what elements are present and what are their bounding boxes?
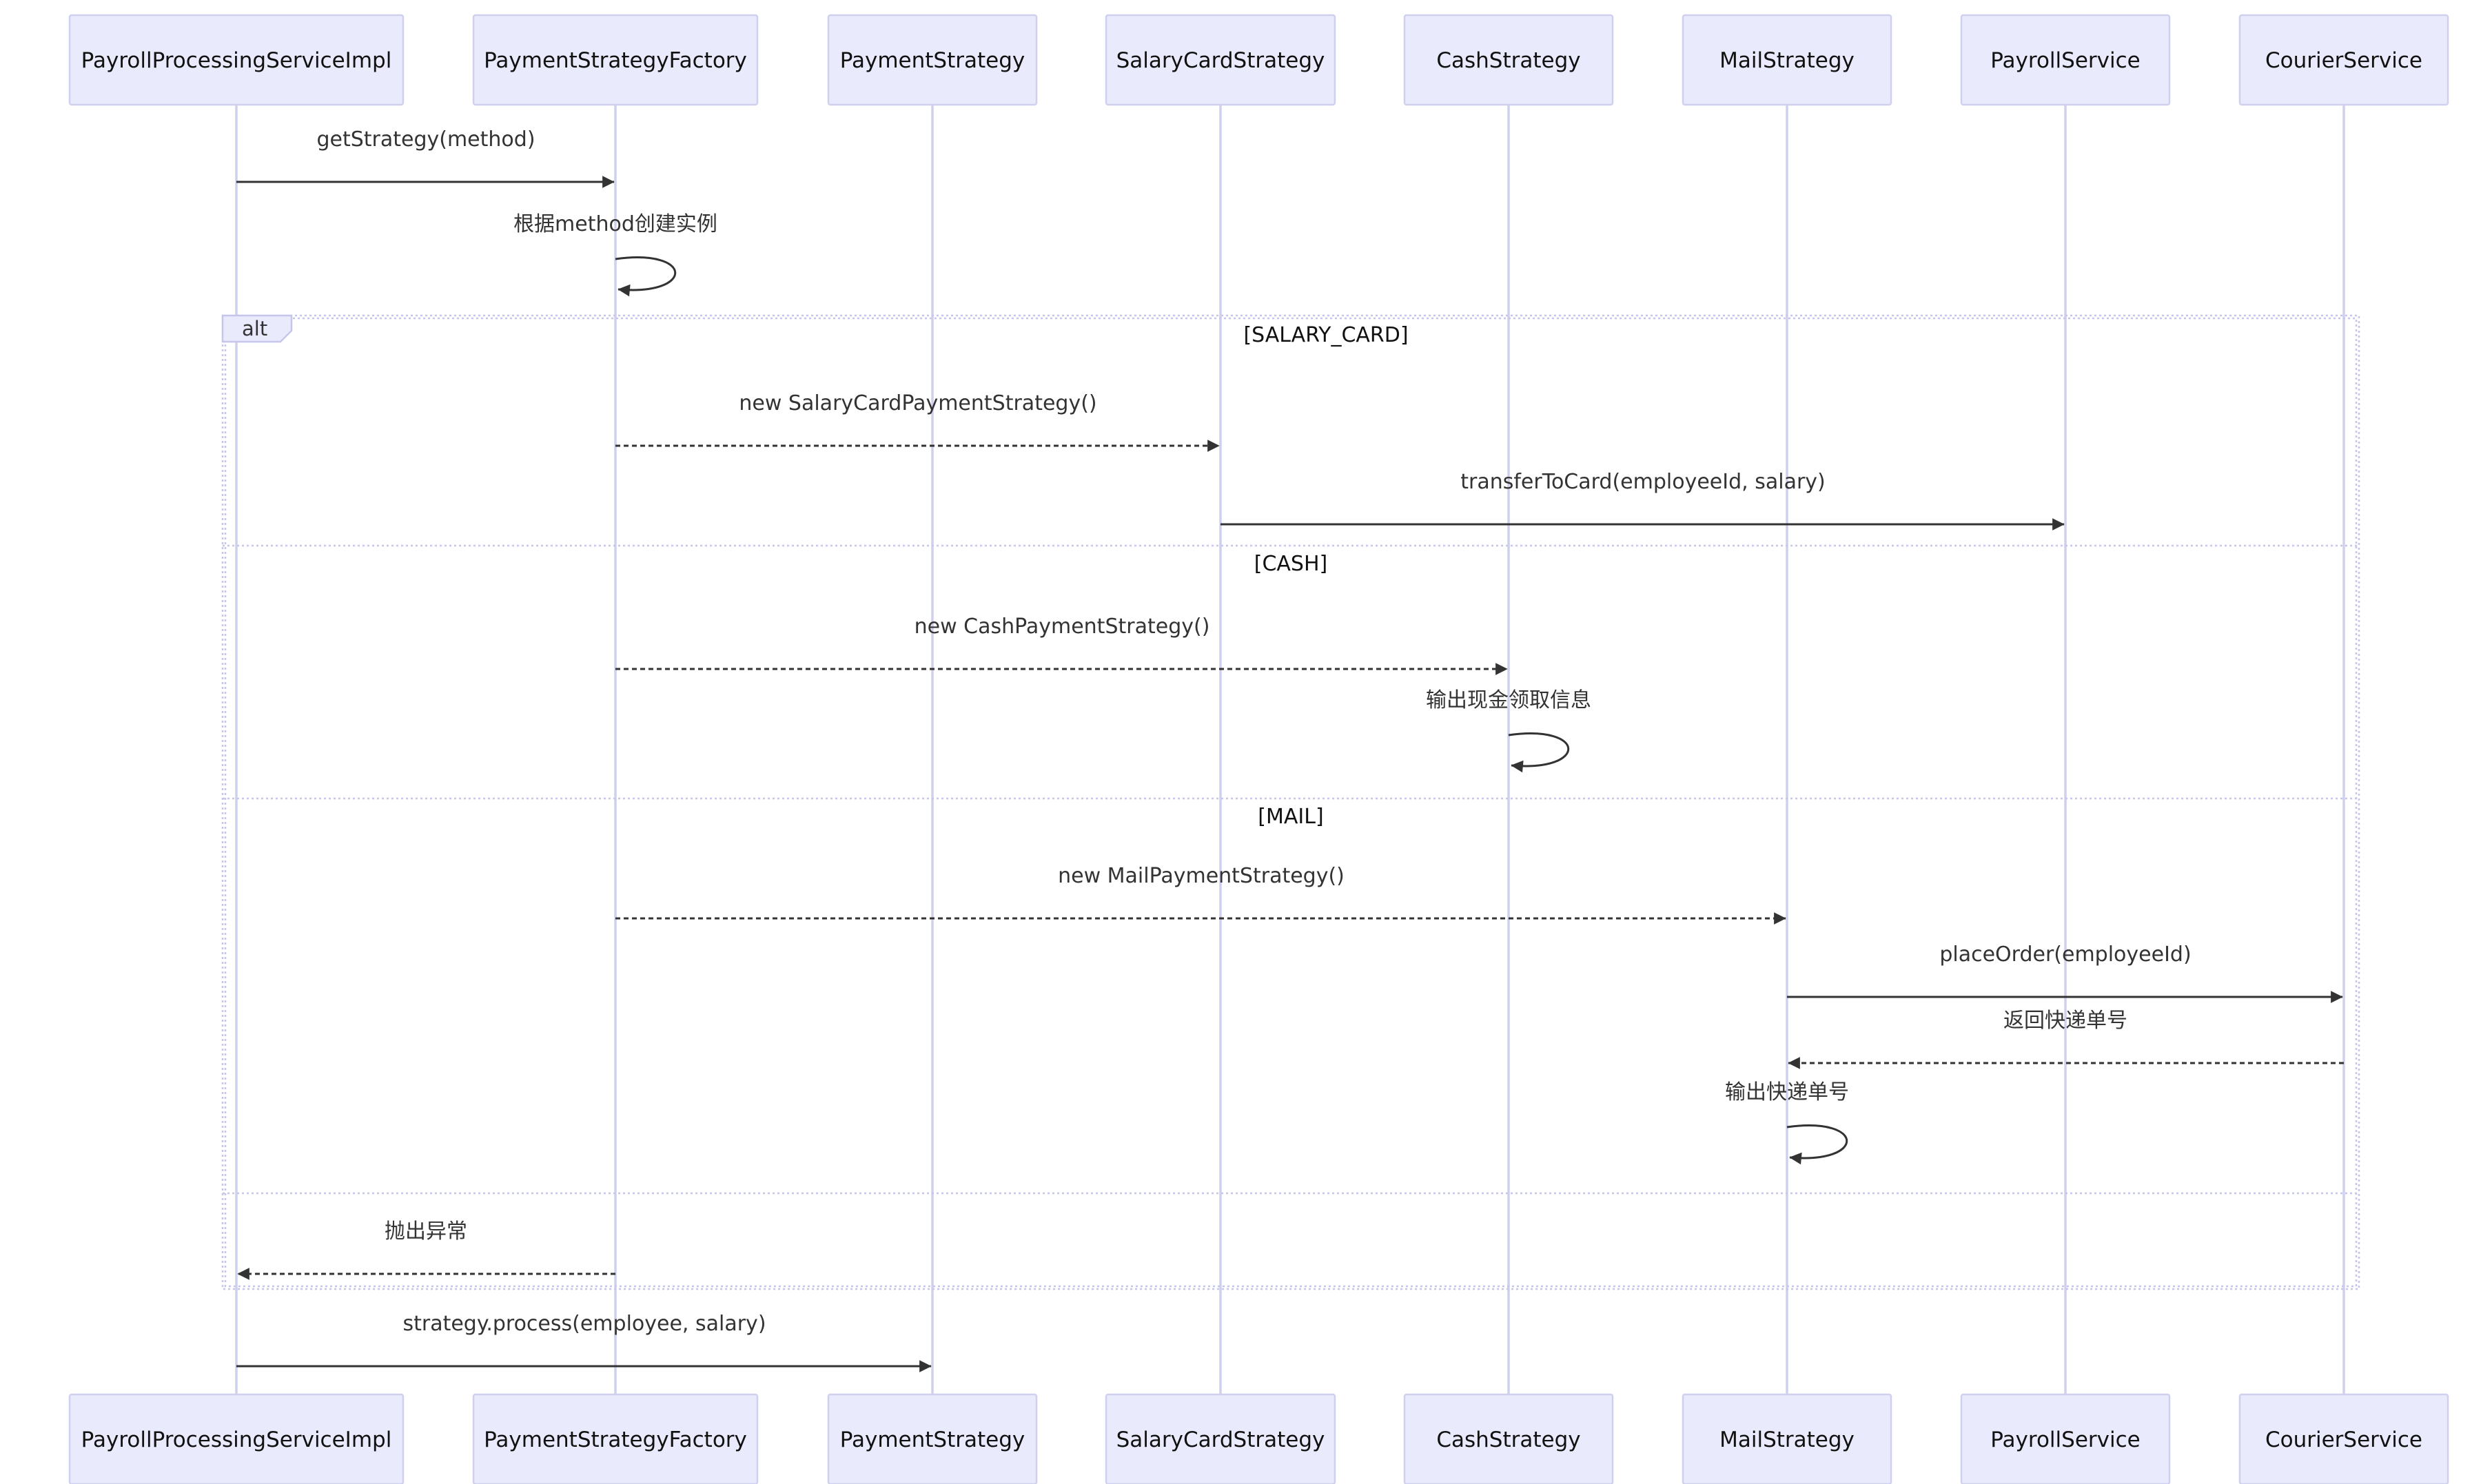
participant-label: PaymentStrategy bbox=[840, 1428, 1025, 1452]
self-message-arrow bbox=[1786, 1124, 1848, 1165]
message-label: getStrategy(method) bbox=[316, 127, 535, 152]
message-label: 输出快递单号 bbox=[1725, 1080, 1849, 1104]
participant-bottom: PayrollService bbox=[1960, 1393, 2171, 1484]
participant-bottom: PaymentStrategy bbox=[827, 1393, 1038, 1484]
message-label: placeOrder(employeeId) bbox=[1939, 942, 2191, 967]
participant-label: SalaryCardStrategy bbox=[1116, 1428, 1325, 1452]
participant-label: SalaryCardStrategy bbox=[1116, 48, 1325, 73]
participant-bottom: CashStrategy bbox=[1403, 1393, 1614, 1484]
participant-top: CourierService bbox=[2238, 14, 2449, 106]
participant-box bbox=[1403, 1393, 1614, 1484]
participant-box bbox=[472, 1393, 759, 1484]
message-label: 抛出异常 bbox=[385, 1219, 467, 1244]
participant-box bbox=[2238, 14, 2449, 106]
participant-box bbox=[827, 14, 1038, 106]
participant-label: CashStrategy bbox=[1436, 48, 1580, 73]
message-label: new CashPaymentStrategy() bbox=[915, 615, 1210, 639]
participant-label: MailStrategy bbox=[1719, 48, 1855, 73]
message: 根据method创建实例 bbox=[513, 212, 717, 297]
fragment-border bbox=[221, 314, 2360, 1290]
participant-box bbox=[1682, 1393, 1892, 1484]
participant-box bbox=[1105, 1393, 1336, 1484]
participant-label: PaymentStrategyFactory bbox=[484, 1428, 747, 1452]
message-label: new MailPaymentStrategy() bbox=[1058, 864, 1345, 888]
participant-label: PayrollProcessingServiceImpl bbox=[81, 48, 392, 73]
message: transferToCard(employeeId, salary) bbox=[1221, 470, 2065, 530]
participant-box bbox=[68, 14, 405, 106]
participant-label: PayrollService bbox=[1990, 1428, 2140, 1452]
message-label: 输出现金领取信息 bbox=[1426, 688, 1591, 712]
message: new MailPaymentStrategy() bbox=[615, 864, 1786, 925]
participant-bottom: PayrollProcessingServiceImpl bbox=[68, 1393, 405, 1484]
participant-box bbox=[1960, 14, 2171, 106]
fragment-guard-label: [SALARY_CARD] bbox=[1243, 323, 1408, 347]
participant-box bbox=[1403, 14, 1614, 106]
message: 返回快递单号 bbox=[1788, 1009, 2344, 1069]
participant-bottom: SalaryCardStrategy bbox=[1105, 1393, 1336, 1484]
message: strategy.process(employee, salary) bbox=[236, 1312, 932, 1372]
participant-bottom: PaymentStrategyFactory bbox=[472, 1393, 759, 1484]
participant-top: PaymentStrategyFactory bbox=[472, 14, 759, 106]
fragment-guard-label: [CASH] bbox=[1254, 552, 1327, 576]
message-label: strategy.process(employee, salary) bbox=[402, 1312, 766, 1336]
fragment-border-inner bbox=[224, 317, 2358, 1288]
participant-label: CourierService bbox=[2265, 1428, 2422, 1452]
participant-label: CourierService bbox=[2265, 48, 2422, 73]
fragment-kind-label: alt bbox=[242, 317, 267, 340]
message: new CashPaymentStrategy() bbox=[615, 615, 1508, 675]
message-label: 返回快递单号 bbox=[2003, 1009, 2127, 1033]
participant-label: PayrollService bbox=[1990, 48, 2140, 73]
participant-top: PayrollService bbox=[1960, 14, 2171, 106]
message: 抛出异常 bbox=[237, 1219, 615, 1280]
self-message-arrow bbox=[615, 256, 677, 297]
participant-box bbox=[68, 1393, 405, 1484]
message: 输出现金领取信息 bbox=[1426, 688, 1591, 773]
message: 输出快递单号 bbox=[1725, 1080, 1849, 1165]
participant-label: MailStrategy bbox=[1719, 1428, 1855, 1452]
participant-top: MailStrategy bbox=[1682, 14, 1892, 106]
participant-bottom: CourierService bbox=[2238, 1393, 2449, 1484]
participant-label: CashStrategy bbox=[1436, 1428, 1580, 1452]
fragment-guard-label: [MAIL] bbox=[1258, 805, 1323, 829]
self-message-arrow bbox=[1508, 732, 1570, 773]
participant-label: PaymentStrategy bbox=[840, 48, 1025, 73]
participant-label: PaymentStrategyFactory bbox=[484, 48, 747, 73]
participant-box bbox=[827, 1393, 1038, 1484]
participant-box bbox=[1105, 14, 1336, 106]
participant-top: CashStrategy bbox=[1403, 14, 1614, 106]
message: new SalaryCardPaymentStrategy() bbox=[615, 391, 1220, 452]
participant-box bbox=[2238, 1393, 2449, 1484]
alt-fragment: alt [SALARY_CARD] [CASH] [MAIL] bbox=[221, 314, 2360, 1290]
participant-bottom: MailStrategy bbox=[1682, 1393, 1892, 1484]
message-label: new SalaryCardPaymentStrategy() bbox=[739, 391, 1096, 415]
participant-box bbox=[472, 14, 759, 106]
participant-top: PaymentStrategy bbox=[827, 14, 1038, 106]
fragment-tab bbox=[221, 314, 293, 343]
participant-top: SalaryCardStrategy bbox=[1105, 14, 1336, 106]
message-label: 根据method创建实例 bbox=[513, 212, 717, 236]
participant-top: PayrollProcessingServiceImpl bbox=[68, 14, 405, 106]
participant-box bbox=[1682, 14, 1892, 106]
participant-label: PayrollProcessingServiceImpl bbox=[81, 1428, 392, 1452]
message: placeOrder(employeeId) bbox=[1787, 942, 2343, 1003]
message-label: transferToCard(employeeId, salary) bbox=[1460, 470, 1826, 494]
participant-box bbox=[1960, 1393, 2171, 1484]
message: getStrategy(method) bbox=[236, 127, 615, 188]
